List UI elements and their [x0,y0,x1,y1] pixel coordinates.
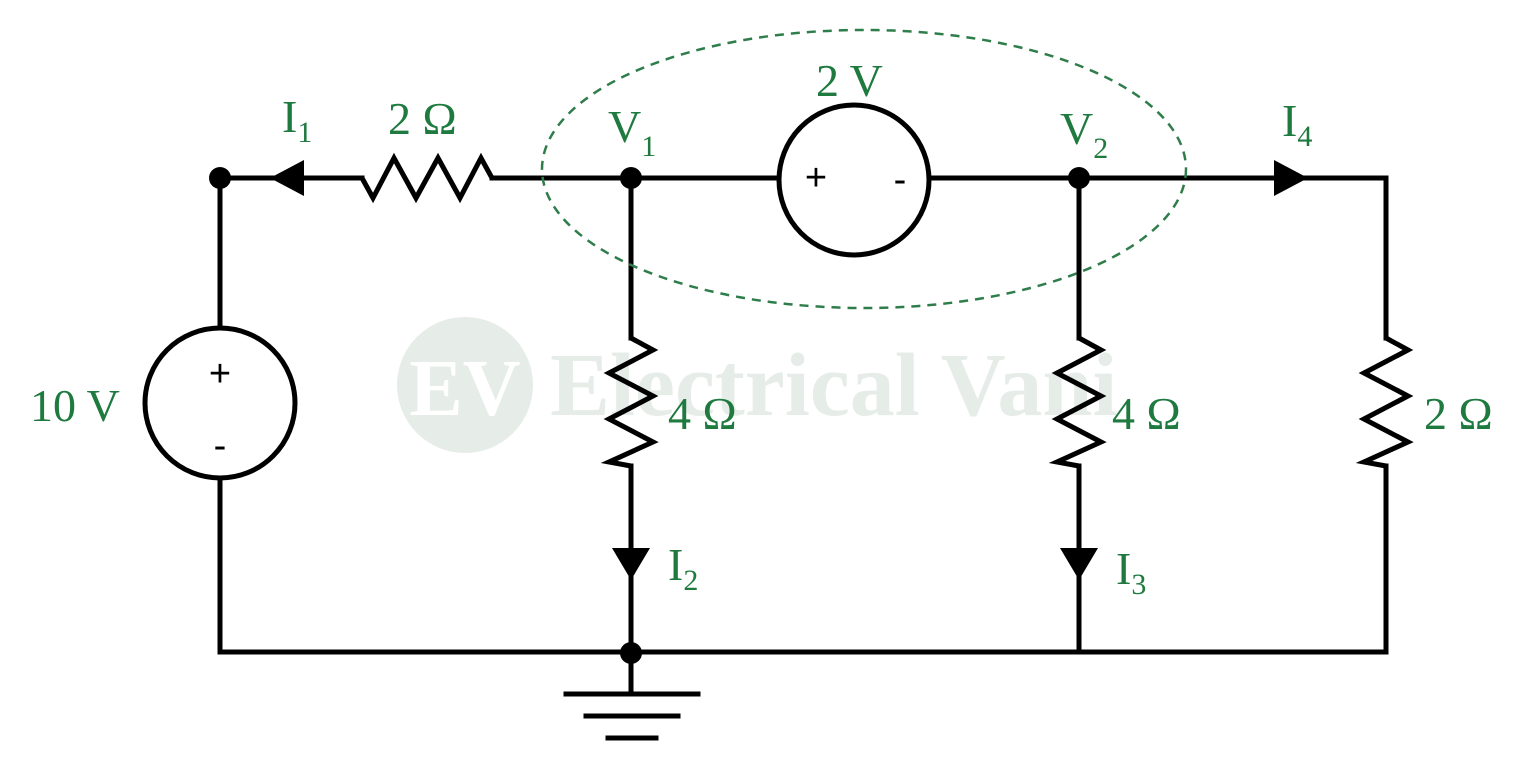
junction-dot-v2 [1068,167,1090,189]
current-arrow-i3 [1060,548,1098,580]
watermark-logo-circle [397,317,533,453]
current-arrow-i2 [612,548,650,580]
supernode-boundary [540,28,1188,310]
voltage-source-2v: + - [776,102,932,258]
watermark: EV Electrical Vani [397,317,1117,453]
source-10v-minus: - [214,425,227,467]
current-arrow-i1 [270,160,304,196]
node-v2-label: V2 [1060,103,1108,165]
junction-dot-ground [620,642,642,664]
resistor-top-label: 2 Ω [388,93,457,144]
junction-dot-top-left [209,167,231,189]
labels: 10 V 2 V 2 Ω 4 Ω 4 Ω 2 Ω V1 V2 I1 I2 I3 … [30,55,1493,601]
current-i3-label: I3 [1116,543,1146,601]
junction-dot-v1 [620,167,642,189]
ground-symbol [563,691,701,741]
resistor-top-2ohm [359,152,495,204]
source-10v-label: 10 V [30,380,120,431]
wires [217,175,1389,697]
source-2v-minus: - [894,159,907,201]
source-2v-label: 2 V [816,55,883,106]
resistor-right-label: 2 Ω [1424,388,1493,439]
watermark-logo-text: EV [409,345,520,433]
source-2v-plus: + [805,157,827,199]
current-arrow-i4 [1274,160,1308,196]
current-i4-label: I4 [1282,95,1312,153]
resistor-v1-4ohm [600,335,659,469]
resistor-right-2ohm [1355,335,1414,469]
resistor-v2-4ohm [1048,335,1107,469]
current-i2-label: I2 [668,539,698,597]
node-v1-label: V1 [608,101,656,163]
current-i1-label: I1 [282,91,312,149]
resistor-v1-label: 4 Ω [668,388,737,439]
source-10v-plus: + [209,353,231,395]
voltage-source-10v: + - [142,325,298,481]
resistor-v2-label: 4 Ω [1112,388,1181,439]
